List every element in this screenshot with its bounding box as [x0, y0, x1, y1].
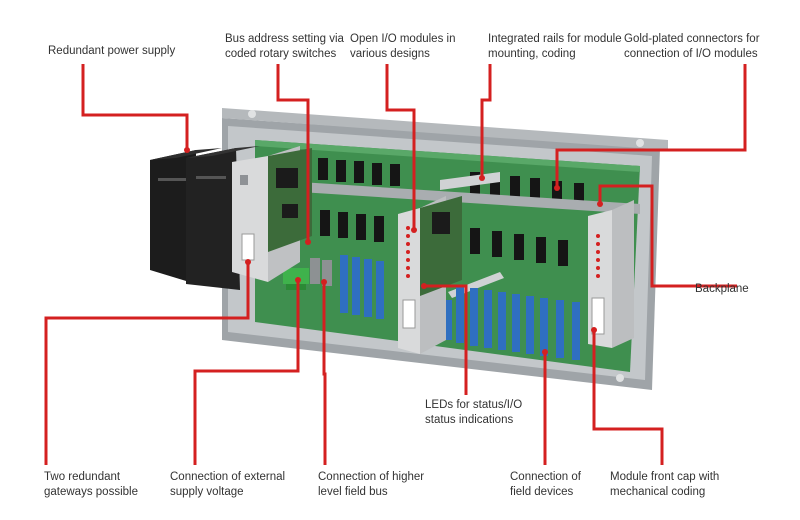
label-field-bus: Connection of higher level field bus: [318, 471, 425, 498]
power-supply-left: [150, 148, 222, 284]
label-backplane: Backplane: [695, 283, 749, 295]
io-module-center: [398, 196, 462, 354]
leader-rails: [480, 64, 492, 178]
fieldbus-connectors: [310, 258, 332, 286]
leader-bus-address: [276, 64, 310, 242]
leader-leds: [424, 284, 468, 395]
connector-slots-lower: [320, 210, 568, 266]
label-field-devices: Connection of field devices: [510, 471, 581, 498]
leader-open-io: [385, 64, 416, 230]
leader-field-bus: [322, 282, 327, 465]
io-module-right: [588, 200, 634, 348]
label-bus-address: Bus address setting via coded rotary swi…: [225, 33, 344, 60]
leader-ext-supply: [193, 280, 300, 465]
label-redundant-power-supply: Redundant power supply: [48, 45, 176, 57]
leader-endpoints: [184, 147, 603, 355]
label-gateways: Two redundant gateways possible: [44, 471, 138, 498]
leader-backplane: [598, 184, 737, 288]
leader-lines: [44, 64, 747, 465]
screw-icon: [248, 110, 256, 118]
label-open-io: Open I/O modules in various designs: [350, 33, 456, 60]
screw-icon: [636, 139, 644, 147]
label-connectors: Gold-plated connectors for connection of…: [624, 33, 760, 60]
supply-terminals: [283, 268, 309, 290]
leader-power-supply: [81, 64, 189, 150]
power-supply-right: [186, 146, 260, 290]
label-front-cap: Module front cap with mechanical coding: [610, 471, 720, 498]
screw-icon: [616, 374, 624, 382]
label-ext-supply: Connection of external supply voltage: [170, 471, 286, 498]
gateway-module: [232, 146, 312, 282]
label-leds: LEDs for status/I/O status indications: [425, 399, 523, 426]
leader-connectors: [555, 64, 747, 188]
leader-front-cap: [592, 330, 664, 465]
label-rails: Integrated rails for module mounting, co…: [488, 33, 622, 60]
terminal-blocks: [340, 255, 580, 360]
leader-gateways: [44, 262, 250, 465]
